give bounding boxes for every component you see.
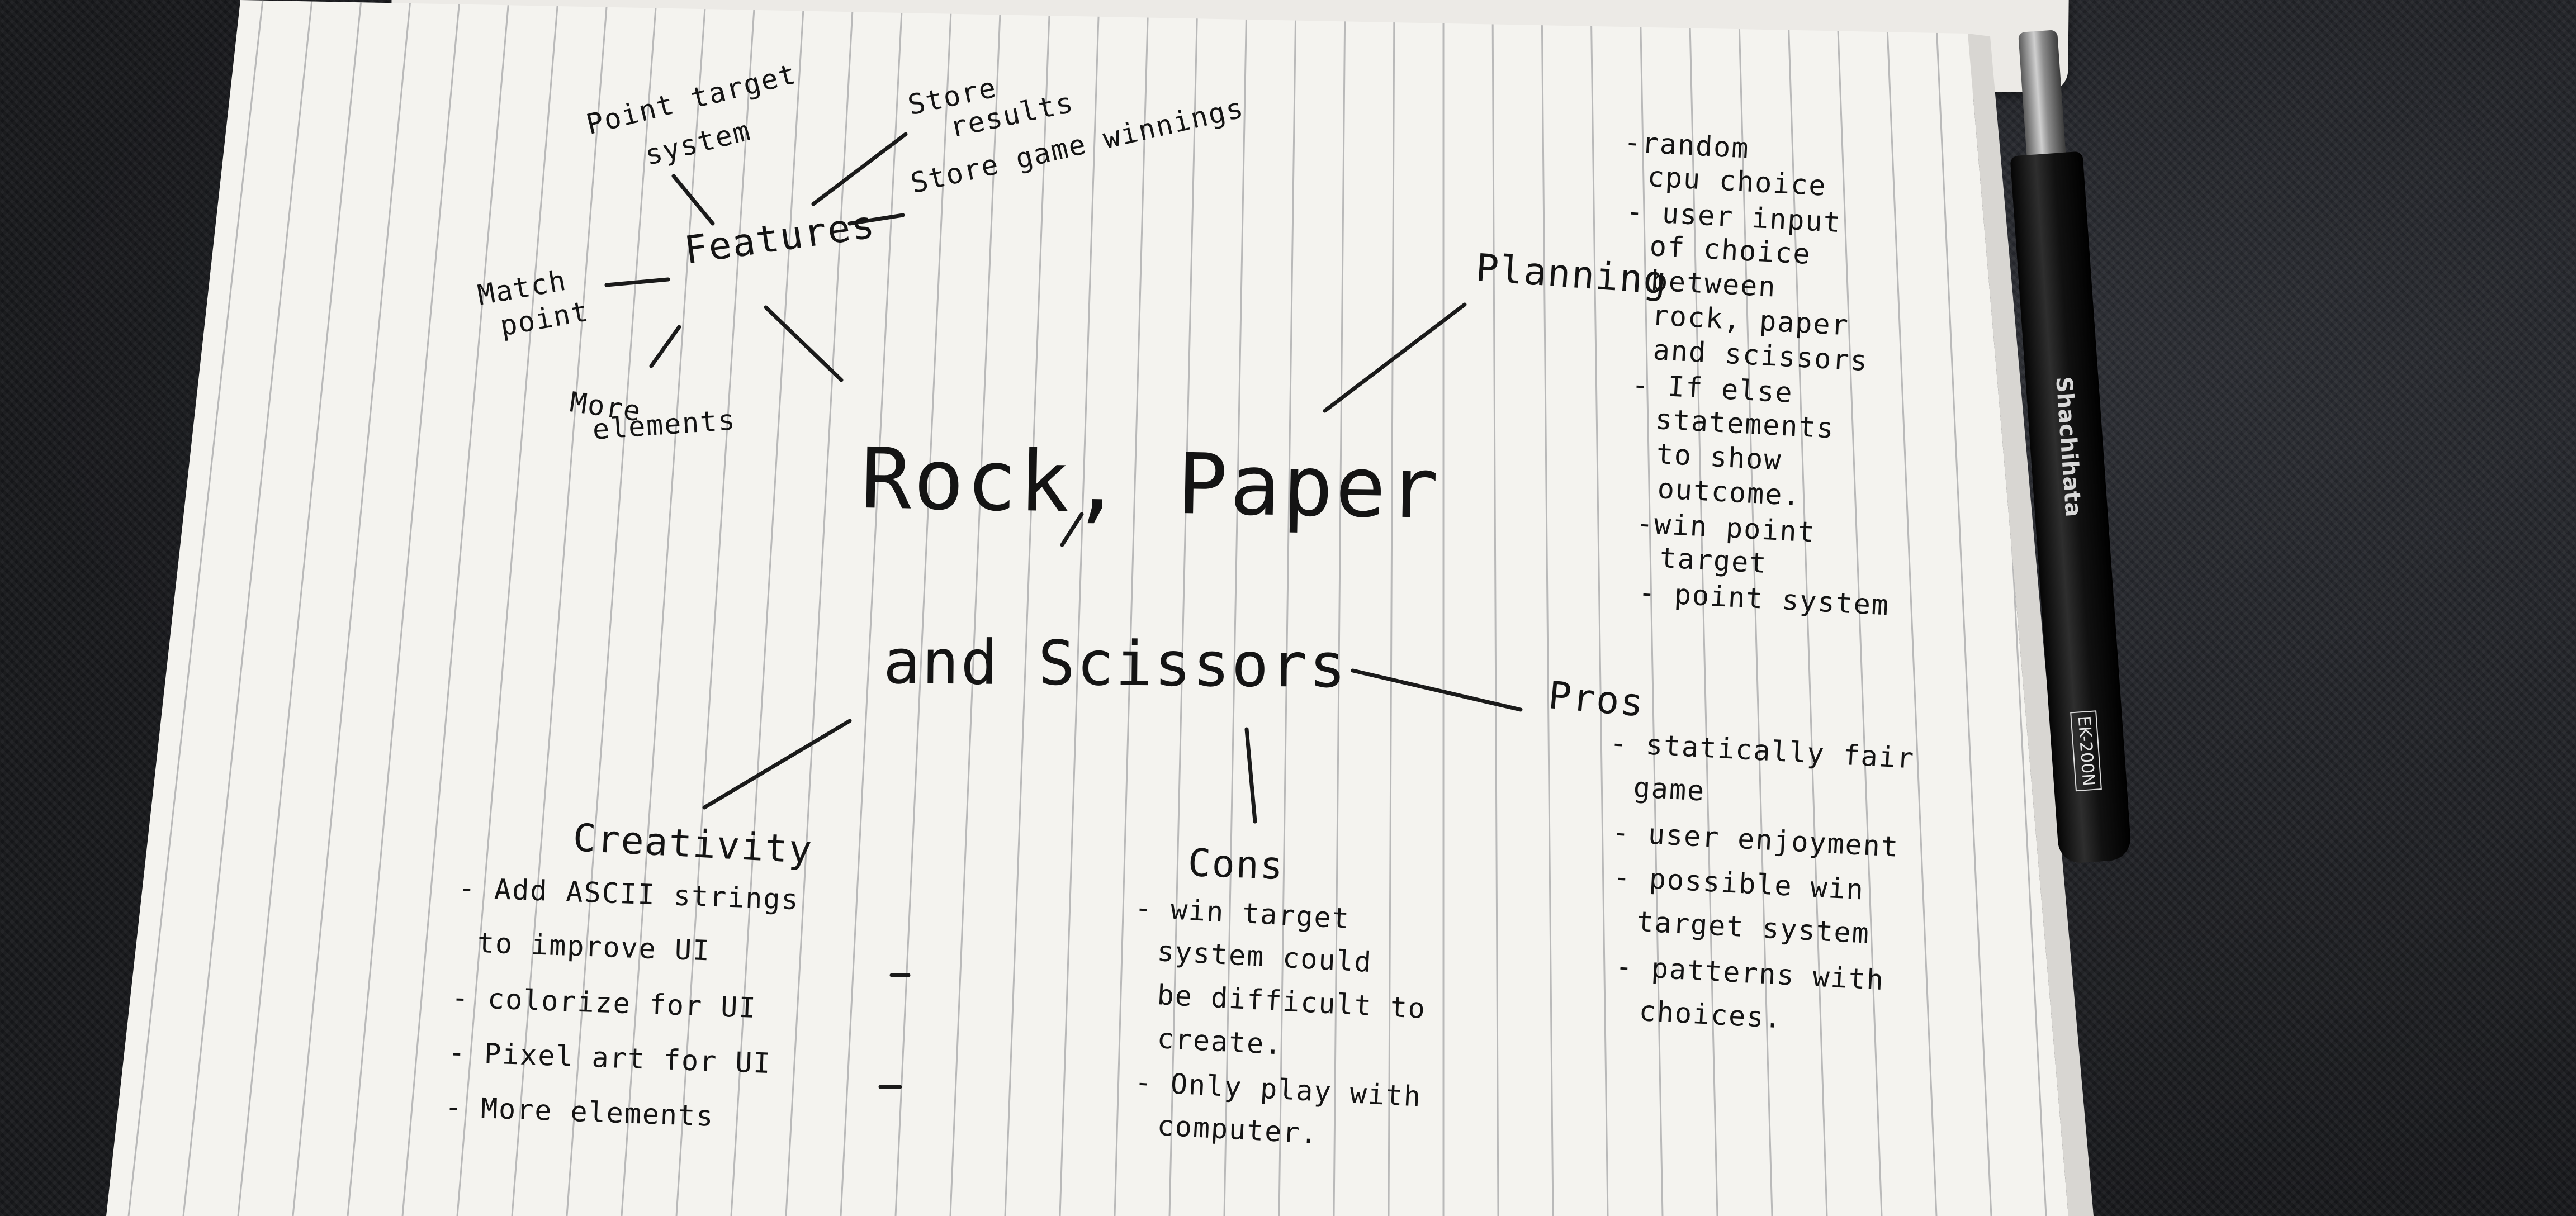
- page-sheet: [106, 0, 2068, 1216]
- connector-store-winnings: [847, 213, 905, 226]
- connector-creativity: [702, 719, 852, 810]
- connector-pros: [1351, 668, 1523, 712]
- title-line-1: Rock, Paper: [860, 430, 1442, 538]
- ruled-line: [1737, 0, 1773, 1216]
- ruled-line: [127, 0, 264, 1216]
- connector-point-target: [671, 174, 715, 226]
- planning-note-line: -random: [1623, 126, 1750, 165]
- ruled-line: [237, 0, 362, 1216]
- ruled-line: [182, 0, 313, 1216]
- title-line-2: and Scissors: [883, 626, 1348, 702]
- ruled-line: [401, 0, 510, 1216]
- ruled-line: [1639, 0, 1664, 1216]
- pros-note-line: game: [1632, 771, 1706, 808]
- ruled-line: [1491, 0, 1499, 1216]
- mind-map-connectors: [604, 132, 1523, 1089]
- ruled-line: [292, 0, 411, 1216]
- ruled-line: [894, 0, 953, 1216]
- connector-planning: [1323, 302, 1467, 413]
- connector-features-center: [764, 305, 844, 382]
- ruled-line: [840, 0, 903, 1216]
- ruled-line: [1787, 0, 1828, 1216]
- ruled-line: [1688, 0, 1718, 1216]
- planning-note-line: target: [1659, 542, 1768, 580]
- ruled-lines: [127, 0, 2047, 1216]
- ruled-line: [1388, 0, 1395, 1216]
- ruled-line: [1885, 0, 1938, 1216]
- ruled-line: [456, 0, 559, 1216]
- connector-store-results: [811, 132, 908, 206]
- ruled-line: [1223, 0, 1248, 1216]
- connector-cons: [1244, 727, 1257, 824]
- ruled-line: [1059, 0, 1100, 1216]
- title-comma: [1060, 512, 1084, 547]
- ruled-line: [511, 0, 608, 1216]
- planning-note-line: between: [1650, 264, 1777, 303]
- connector-more-elements: [649, 325, 681, 368]
- ruled-line: [1168, 0, 1199, 1216]
- ruled-line: [1278, 0, 1297, 1216]
- planning-note-line: to show: [1655, 438, 1783, 477]
- pen-brand-label: Shachihata: [2051, 376, 2086, 518]
- ruled-line: [566, 0, 657, 1216]
- ruled-line: [1836, 0, 1883, 1216]
- ruled-line: [1934, 0, 1992, 1216]
- ruled-line: [1541, 0, 1554, 1216]
- ruled-line: [1333, 0, 1346, 1216]
- pros-heading: Pros: [1546, 673, 1646, 726]
- ruled-line: [675, 0, 756, 1216]
- ruled-line: [347, 0, 461, 1216]
- ruled-line: [730, 0, 805, 1216]
- connector-match-point: [604, 277, 670, 287]
- ruled-line: [1114, 0, 1149, 1216]
- ruled-line: [1004, 0, 1051, 1216]
- cons-heading: Cons: [1187, 841, 1285, 889]
- pen-model-label: EK-200N: [2070, 710, 2102, 792]
- page-edge: [1968, 34, 2094, 1216]
- ruled-line: [949, 0, 1002, 1216]
- ruled-line: [1590, 0, 1609, 1216]
- cons-note-line: create.: [1156, 1022, 1284, 1061]
- ruled-line: [785, 0, 854, 1216]
- ruled-line: [621, 0, 707, 1216]
